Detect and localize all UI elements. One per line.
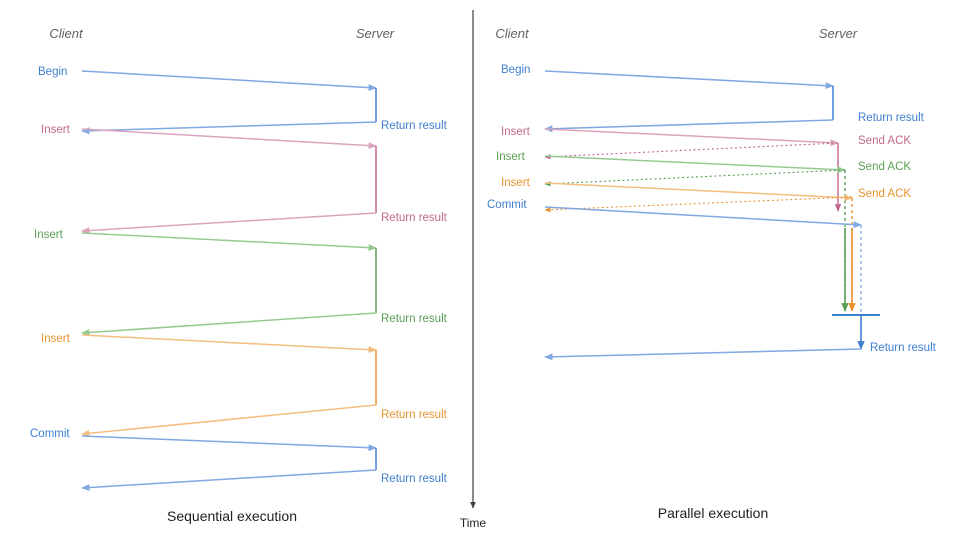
reply-arrow-insert-3 [81,404,377,437]
time-axis-layer: Time [460,10,487,530]
reply-label-insert-1: Return result [381,212,448,224]
panel-caption-parallel: Parallel execution [658,505,769,521]
request-arrow-insert-3 [544,182,853,202]
actor-label-server: Server [356,26,395,41]
reply-arrow-commit [81,469,377,492]
request-arrow-insert-1 [544,128,839,147]
actor-label-client-parallel: Client [495,26,530,41]
request-label-insert-1: Insert [41,124,71,136]
request-arrow-begin [544,70,834,90]
request-arrow-insert-2 [544,155,846,174]
ack-arrow-insert-1 [544,142,839,160]
request-arrow-commit [81,435,377,452]
request-label-insert-3: Insert [501,177,531,189]
request-label-begin: Begin [38,66,67,78]
actor-label-client: Client [49,26,84,41]
ack-label-insert-3: Send ACK [858,188,911,200]
reply-label-insert-3: Return result [381,409,448,421]
request-label-insert-2: Insert [496,151,526,163]
reply-arrow-begin [81,121,377,135]
ack-label-insert-1: Send ACK [858,135,911,147]
reply-label-commit: Return result [870,342,937,354]
time-axis-label: Time [460,516,487,530]
ack-arrow-insert-2 [544,169,846,187]
request-label-insert-1: Insert [501,126,531,138]
request-label-insert-3: Insert [41,333,71,345]
request-label-insert-2: Insert [34,229,64,241]
request-label-begin: Begin [501,64,530,76]
ack-label-insert-2: Send ACK [858,161,911,173]
request-arrow-insert-3 [81,334,377,354]
reply-arrow-begin [544,119,834,133]
reply-label-begin: Return result [381,120,448,132]
request-arrow-insert-2 [81,232,377,252]
actor-label-server-parallel: Server [819,26,858,41]
reply-label-insert-2: Return result [381,313,448,325]
reply-arrow-commit [544,348,862,361]
request-label-commit: Commit [487,199,527,211]
reply-label-commit: Return result [381,473,448,485]
reply-label-begin: Return result [858,112,925,124]
reply-arrow-insert-1 [81,212,377,235]
request-arrow-commit [544,206,862,229]
request-arrow-insert-1 [81,128,377,150]
request-arrow-begin [81,70,377,92]
request-label-commit: Commit [30,428,70,440]
ack-arrow-insert-3 [544,196,853,213]
reply-arrow-insert-2 [81,312,377,336]
panel-caption-sequential: Sequential execution [167,508,297,524]
